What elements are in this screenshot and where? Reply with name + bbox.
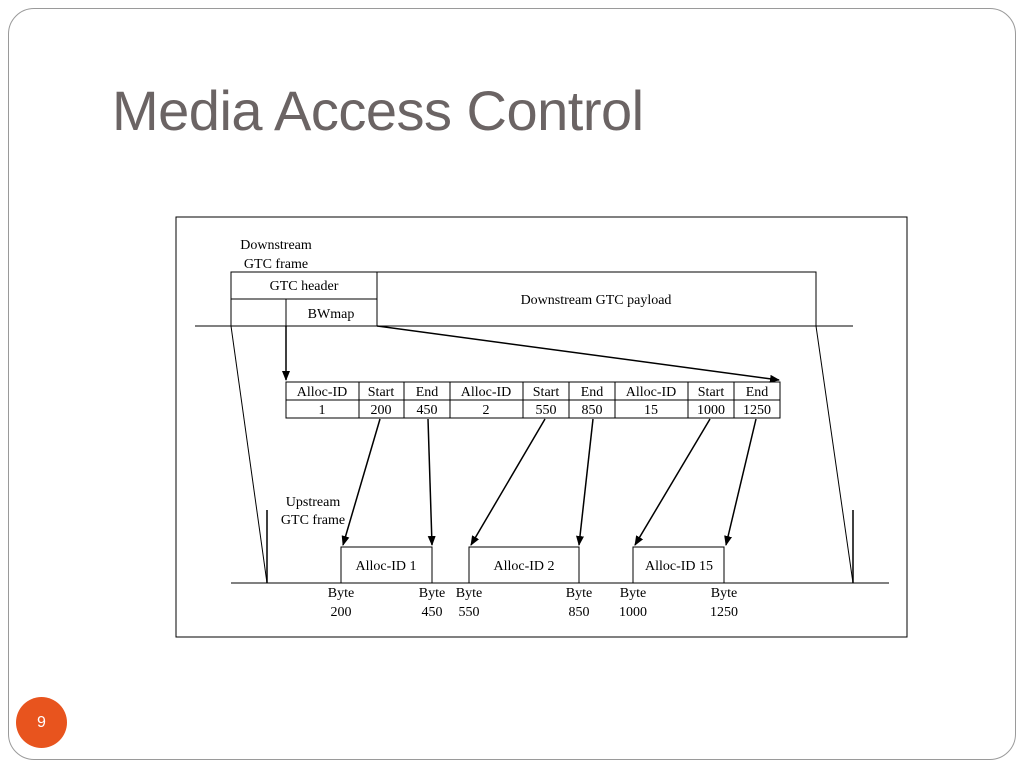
byte-label-value: 850 bbox=[569, 605, 590, 620]
slot-label: Alloc-ID 15 bbox=[645, 559, 713, 574]
byte-label-value: 450 bbox=[422, 605, 443, 620]
bwmap-table: Alloc-ID Start End Alloc-ID Start End Al… bbox=[285, 381, 781, 419]
upstream-label-line2: GTC frame bbox=[281, 513, 345, 528]
slide-title: Media Access Control bbox=[112, 79, 644, 142]
table-header-cell: Start bbox=[368, 385, 395, 400]
table-value-cell: 550 bbox=[536, 403, 557, 418]
table-value-cell: 2 bbox=[483, 403, 490, 418]
table-header-cell: Alloc-ID bbox=[626, 385, 677, 400]
slot-alloc-id-15 bbox=[632, 546, 725, 584]
mapping-arrow bbox=[470, 418, 546, 546]
mapping-arrow bbox=[576, 418, 594, 546]
mapping-arrow bbox=[724, 418, 757, 546]
byte-label-word: Byte bbox=[566, 586, 592, 601]
table-value-cell: 1000 bbox=[697, 403, 725, 418]
byte-label-value: 550 bbox=[459, 605, 480, 620]
table-header-cell: End bbox=[581, 385, 604, 400]
bwmap-label: BWmap bbox=[308, 307, 355, 322]
table-value-cell: 450 bbox=[417, 403, 438, 418]
byte-label-value: 1000 bbox=[619, 605, 647, 620]
slot-alloc-id-2 bbox=[468, 546, 580, 584]
byte-label-word: Byte bbox=[328, 586, 354, 601]
downstream-label-line2: GTC frame bbox=[244, 257, 308, 272]
table-value-cell: 1 bbox=[319, 403, 326, 418]
slot-alloc-id-1 bbox=[340, 546, 433, 584]
table-value-cell: 15 bbox=[644, 403, 658, 418]
table-header-cell: Start bbox=[533, 385, 560, 400]
byte-label-value: 200 bbox=[331, 605, 352, 620]
byte-label-word: Byte bbox=[711, 586, 737, 601]
slot-label: Alloc-ID 2 bbox=[493, 559, 554, 574]
upstream-label-line1: Upstream bbox=[286, 495, 341, 510]
projection-line-right bbox=[815, 325, 854, 584]
bwmap-expand-arrow bbox=[376, 325, 780, 383]
table-header-cell: Alloc-ID bbox=[461, 385, 512, 400]
table-header-cell: End bbox=[746, 385, 769, 400]
mapping-arrow bbox=[341, 418, 381, 546]
table-header-cell: Alloc-ID bbox=[297, 385, 348, 400]
byte-label-word: Byte bbox=[456, 586, 482, 601]
table-value-cell: 850 bbox=[582, 403, 603, 418]
slot-label: Alloc-ID 1 bbox=[355, 559, 416, 574]
mapping-arrow bbox=[634, 418, 711, 546]
table-header-cell: End bbox=[416, 385, 439, 400]
table-header-cell: Start bbox=[698, 385, 725, 400]
payload-label: Downstream GTC payload bbox=[521, 293, 672, 308]
table-value-cell: 200 bbox=[371, 403, 392, 418]
byte-label-word: Byte bbox=[620, 586, 646, 601]
table-value-cell: 1250 bbox=[743, 403, 771, 418]
downstream-label-line1: Downstream bbox=[240, 238, 312, 253]
page-number-badge: 9 bbox=[16, 697, 67, 748]
byte-label-value: 1250 bbox=[710, 605, 738, 620]
byte-label-word: Byte bbox=[419, 586, 445, 601]
projection-line-left bbox=[230, 325, 268, 584]
diagram-border bbox=[175, 216, 908, 638]
gtc-header-label: GTC header bbox=[270, 279, 339, 294]
mapping-arrow bbox=[427, 418, 436, 546]
